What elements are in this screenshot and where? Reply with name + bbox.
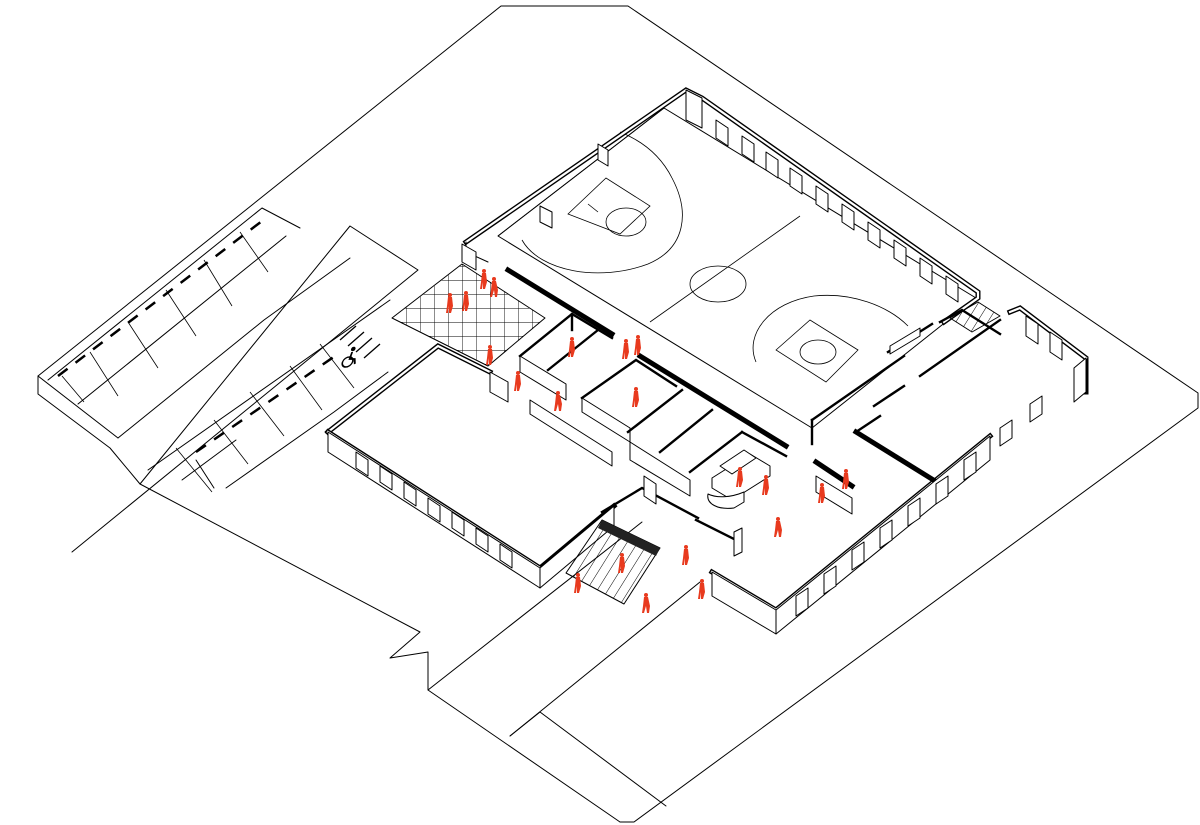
person-figure-icon — [842, 469, 849, 489]
walls — [324, 87, 1089, 614]
person-figure-icon — [486, 345, 493, 365]
parking-upper — [47, 207, 301, 405]
person-figure-icon — [568, 337, 575, 357]
person-figure-icon — [490, 277, 498, 297]
person-figure-icon — [774, 517, 782, 537]
east-stairs — [949, 301, 1001, 333]
person-figure-icon — [818, 483, 825, 503]
gymnasium — [497, 107, 977, 429]
person-figure-icon — [642, 593, 650, 613]
accessible-parking-bay — [339, 325, 381, 368]
person-figure-icon — [634, 335, 641, 355]
site-boundary — [37, 5, 1199, 823]
person-figure-icon — [622, 339, 629, 359]
people — [446, 269, 849, 613]
person-figure-icon — [554, 391, 562, 411]
person-figure-icon — [480, 269, 487, 289]
person-figure-icon — [762, 475, 769, 495]
person-figure-icon — [446, 293, 453, 313]
person-figure-icon — [514, 371, 521, 391]
person-figure-icon — [698, 579, 705, 599]
entrance-stairs — [565, 519, 661, 605]
person-figure-icon — [574, 573, 581, 593]
wheelchair-accessible-icon — [341, 346, 356, 368]
person-figure-icon — [632, 387, 639, 407]
basketball-court — [521, 131, 909, 383]
interior-rooms — [518, 301, 1002, 605]
person-figure-icon — [736, 467, 743, 487]
person-figure-icon — [462, 291, 469, 311]
person-figure-icon — [618, 553, 625, 573]
person-figure-icon — [682, 545, 689, 565]
wall-faces — [327, 89, 1087, 635]
parking-lower — [147, 299, 391, 493]
